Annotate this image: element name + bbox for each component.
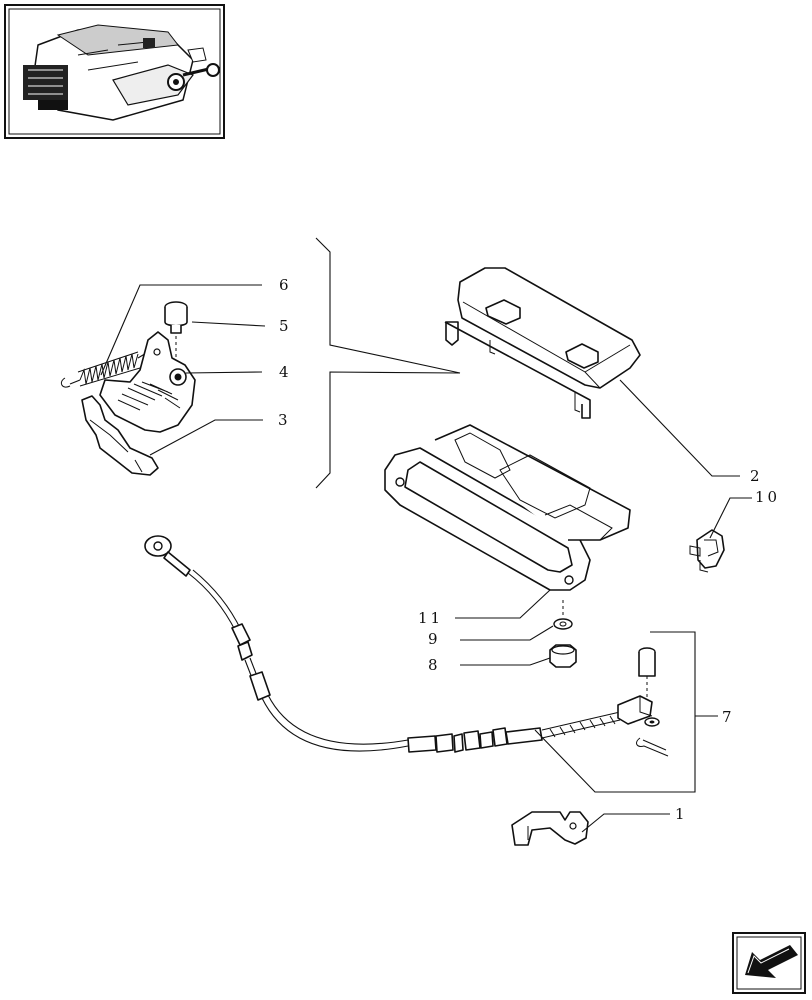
callout-10: 10 xyxy=(755,488,780,506)
callout-4: 4 xyxy=(279,363,292,381)
console-frame xyxy=(384,424,631,591)
bolt xyxy=(164,301,188,372)
callout-7: 7 xyxy=(722,708,735,726)
callout-9: 9 xyxy=(428,630,441,648)
callout-labels: 1 2 3 4 5 6 7 8 9 10 11 xyxy=(278,276,780,823)
callout-6: 6 xyxy=(279,276,292,294)
nut xyxy=(549,644,577,668)
mounting-bracket xyxy=(511,811,589,846)
clevis-pin-set xyxy=(636,647,669,757)
quadrant-plate xyxy=(99,331,196,433)
callout-2: 2 xyxy=(750,467,763,485)
lever xyxy=(81,395,159,476)
leader-lines xyxy=(100,284,752,833)
control-cable xyxy=(144,535,653,753)
washer xyxy=(553,600,573,630)
callout-5: 5 xyxy=(279,317,292,335)
callout-11: 11 xyxy=(418,609,443,627)
clip xyxy=(689,529,725,573)
lever-cover xyxy=(444,267,641,419)
callout-3: 3 xyxy=(278,411,291,429)
callout-1: 1 xyxy=(675,805,688,823)
callout-8: 8 xyxy=(428,656,441,674)
next-page-arrow-icon[interactable] xyxy=(732,932,806,994)
assembly-thumbnail-icon[interactable] xyxy=(4,4,225,139)
assembly-bracket xyxy=(315,237,461,489)
